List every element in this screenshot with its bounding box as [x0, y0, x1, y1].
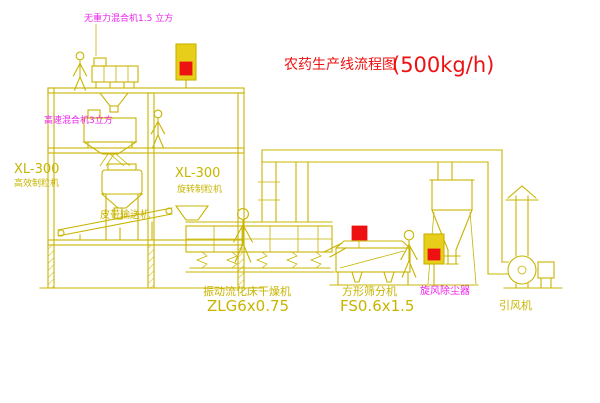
label-sifter-model: FS0.6x1.5 — [340, 297, 414, 315]
label-granulator-left-model: XL-300 — [14, 162, 59, 177]
person-ground-right — [401, 230, 417, 277]
label-granulator-mid-name: 旋转制粒机 — [177, 183, 222, 195]
label-fan: 引风机 — [499, 298, 532, 312]
square-sifter — [335, 225, 411, 285]
label-dryer-model: ZLG6x0.75 — [207, 297, 289, 315]
label-granulator-left-name: 高效制粒机 — [14, 177, 59, 189]
fluid-bed-dryer — [174, 205, 347, 273]
person-second-floor — [151, 110, 164, 148]
drawing-title-capacity: (500kg/h) — [392, 53, 494, 77]
dryer-inlet-funnel — [174, 205, 210, 221]
label-top-mixer: 无重力混合机1.5 立方 — [84, 12, 173, 24]
building-structure — [39, 87, 263, 289]
exhaust-stack — [505, 185, 539, 257]
gravityless-mixer — [91, 24, 139, 113]
label-sifter-name: 方形筛分机 — [342, 284, 397, 298]
drawing-title: 农药生产线流程图 — [284, 57, 396, 73]
rain-cap — [505, 185, 539, 201]
induced-draft-fan — [507, 255, 555, 289]
vibration-springs — [195, 251, 322, 269]
label-granulator-mid-model: XL-300 — [175, 166, 220, 181]
downcomer-duct — [487, 149, 503, 275]
riser-duct-2 — [295, 161, 309, 223]
fan-motor — [537, 261, 555, 279]
label-dryer-name: 振动流化床干燥机 — [203, 284, 291, 298]
label-cyclone: 旋风除尘器 — [420, 284, 470, 297]
rotary-granulator — [100, 163, 144, 241]
cyclone-separator — [427, 161, 477, 285]
person-ground-left — [234, 209, 253, 262]
label-belt-conveyor: 皮带输送机 — [100, 208, 150, 221]
panel-red-indicator — [179, 61, 193, 76]
person-roof — [73, 52, 86, 90]
sifter-inlet-box — [351, 225, 368, 241]
control-panel-1 — [175, 43, 197, 89]
exhaust-ducting — [258, 149, 509, 275]
panel-red-indicator — [427, 248, 441, 261]
riser-duct-1 — [261, 161, 277, 223]
label-highspeed-mixer: 高速混合机3立方 — [44, 114, 113, 126]
belt-conveyor — [57, 207, 173, 241]
highspeed-mixer — [82, 109, 138, 167]
dryer-base — [185, 267, 335, 273]
dryer-discharge-chute — [323, 242, 347, 258]
control-panel-2 — [423, 233, 445, 286]
